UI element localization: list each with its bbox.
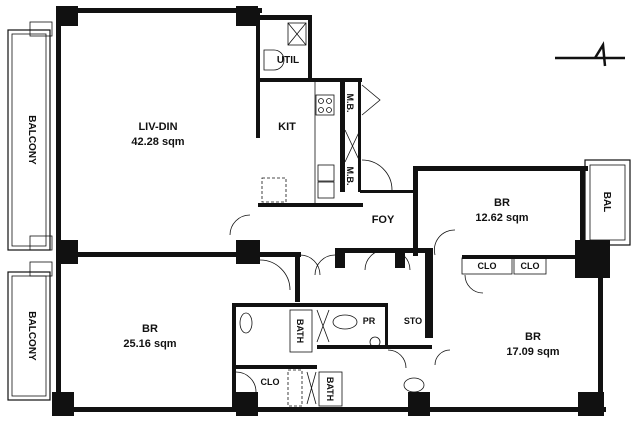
north-arrow-icon bbox=[555, 41, 625, 67]
area-br-left: 25.16 sqm bbox=[123, 338, 176, 350]
label-clo-b: CLO bbox=[521, 261, 540, 271]
label-kit: KIT bbox=[278, 121, 296, 133]
fixtures bbox=[229, 22, 547, 407]
label-br-top: BR bbox=[494, 197, 510, 209]
area-br-top: 12.62 sqm bbox=[475, 212, 528, 224]
label-mb-1: M.B. bbox=[345, 94, 355, 113]
label-clo-a: CLO bbox=[478, 261, 497, 271]
label-bath-2: BATH bbox=[325, 377, 335, 401]
balcony-top bbox=[7, 21, 53, 251]
label-sto: STO bbox=[404, 316, 422, 326]
label-br-right: BR bbox=[525, 331, 541, 343]
label-liv-din: LIV-DIN bbox=[138, 121, 177, 133]
label-balcony-bottom: BALCONY bbox=[26, 311, 37, 361]
area-br-right: 17.09 sqm bbox=[506, 346, 559, 358]
label-clo-c: CLO bbox=[261, 377, 280, 387]
label-foy: FOY bbox=[372, 214, 395, 226]
walls bbox=[52, 6, 610, 416]
label-bal: BAL bbox=[601, 192, 612, 213]
label-br-left: BR bbox=[142, 323, 158, 335]
label-bath-1: BATH bbox=[295, 319, 305, 343]
balcony-bottom bbox=[7, 261, 53, 401]
label-balcony-top: BALCONY bbox=[26, 115, 37, 165]
label-util: UTIL bbox=[277, 55, 299, 66]
label-mb-2: M.B. bbox=[345, 167, 355, 186]
area-liv-din: 42.28 sqm bbox=[131, 136, 184, 148]
label-pr: PR bbox=[363, 316, 376, 326]
